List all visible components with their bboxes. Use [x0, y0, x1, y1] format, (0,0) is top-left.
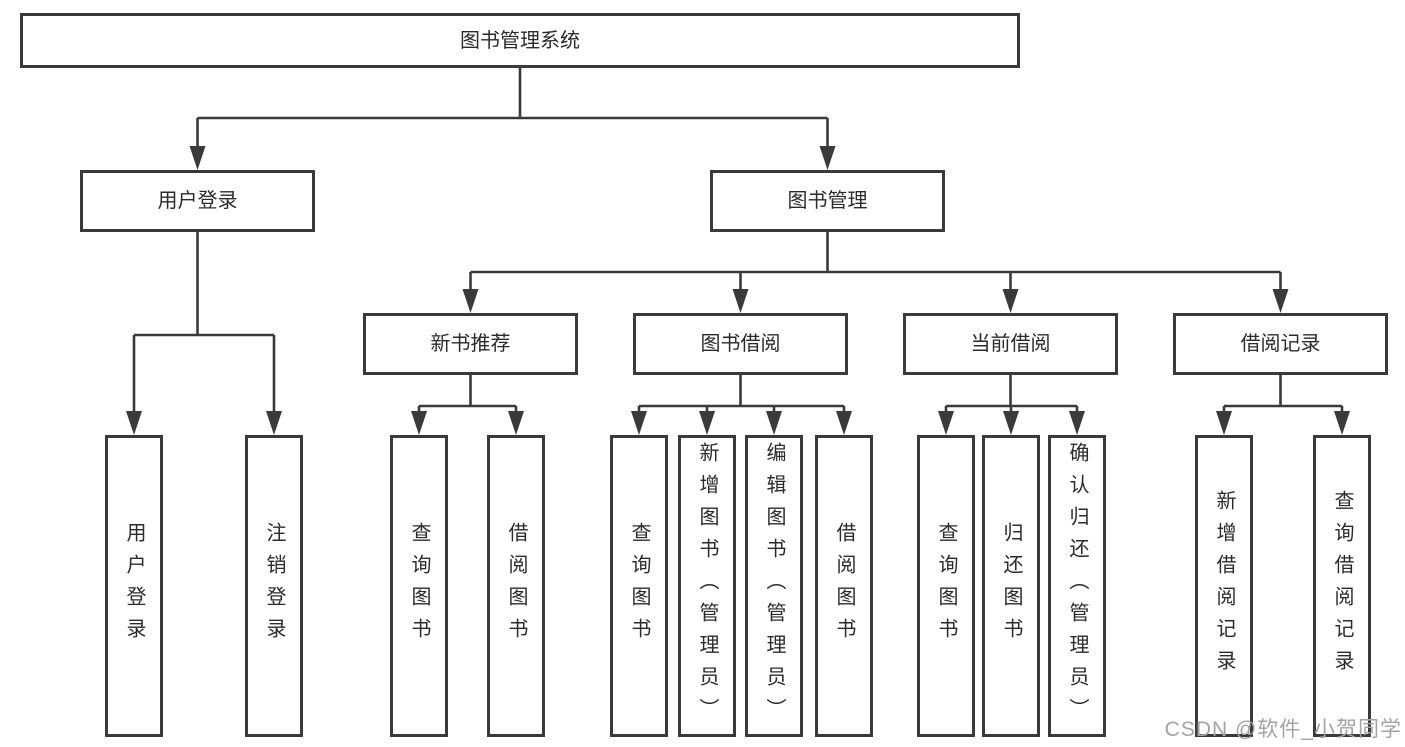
- node-label-new-book-recommend: 新书推荐: [430, 333, 511, 355]
- node-leaf-nbr-borrow-books: 借阅图书: [487, 435, 545, 737]
- node-label-leaf-bb-edit-books: 编辑图书（管理员）: [763, 442, 785, 730]
- edge-root: [189, 68, 836, 170]
- arrow-down-icon: [1003, 411, 1019, 435]
- arrow-down-icon: [508, 411, 524, 435]
- node-label-leaf-br-add-record: 新增借阅记录: [1213, 490, 1235, 682]
- arrow-down-icon: [1069, 411, 1085, 435]
- node-label-leaf-logout: 注销登录: [263, 522, 285, 650]
- node-label-leaf-cb-confirm-return: 确认归还（管理员）: [1066, 442, 1088, 730]
- arrow-down-icon: [189, 146, 206, 170]
- node-label-leaf-nbr-query-books: 查询图书: [408, 522, 430, 650]
- arrow-down-icon: [732, 289, 749, 313]
- edge-user-login: [126, 232, 282, 435]
- node-leaf-br-query-record: 查询借阅记录: [1313, 435, 1371, 737]
- node-leaf-bb-edit-books: 编辑图书（管理员）: [745, 435, 803, 737]
- arrow-down-icon: [266, 411, 282, 435]
- arrow-down-icon: [631, 411, 647, 435]
- node-label-leaf-nbr-borrow-books: 借阅图书: [505, 522, 527, 650]
- node-label-leaf-br-query-record: 查询借阅记录: [1331, 490, 1353, 682]
- node-leaf-cb-return-books: 归还图书: [982, 435, 1040, 737]
- arrow-down-icon: [411, 411, 427, 435]
- node-label-book-management: 图书管理: [787, 190, 868, 212]
- node-leaf-logout: 注销登录: [245, 435, 303, 737]
- arrow-down-icon: [699, 411, 715, 435]
- edge-book-borrowing: [631, 375, 852, 435]
- node-label-current-borrowing: 当前借阅: [970, 333, 1051, 355]
- node-user-login: 用户登录: [80, 170, 315, 232]
- node-label-book-borrowing: 图书借阅: [700, 333, 781, 355]
- node-book-management: 图书管理: [710, 170, 945, 232]
- arrow-down-icon: [1272, 289, 1289, 313]
- arrow-down-icon: [1216, 411, 1232, 435]
- node-leaf-br-add-record: 新增借阅记录: [1195, 435, 1253, 737]
- node-label-root: 图书管理系统: [460, 29, 580, 52]
- arrow-down-icon: [836, 411, 852, 435]
- arrow-down-icon: [766, 411, 782, 435]
- node-label-borrowing-records: 借阅记录: [1240, 333, 1321, 355]
- node-leaf-cb-confirm-return: 确认归还（管理员）: [1048, 435, 1106, 737]
- node-book-borrowing: 图书借阅: [633, 313, 848, 375]
- node-label-leaf-bb-query-books: 查询图书: [628, 522, 650, 650]
- arrow-down-icon: [1334, 411, 1350, 435]
- node-label-leaf-cb-query-books: 查询图书: [935, 522, 957, 650]
- edge-book-management: [462, 232, 1289, 313]
- arrow-down-icon: [938, 411, 954, 435]
- edge-borrowing-records: [1216, 375, 1350, 435]
- csdn-watermark: CSDN @软件_小贺同学: [1164, 718, 1402, 741]
- node-label-user-login: 用户登录: [157, 190, 238, 212]
- node-label-leaf-bb-borrow-books: 借阅图书: [833, 522, 855, 650]
- arrow-down-icon: [126, 411, 142, 435]
- node-root: 图书管理系统: [20, 13, 1020, 68]
- edge-current-borrowing: [938, 375, 1085, 435]
- arrow-down-icon: [462, 289, 479, 313]
- node-leaf-bb-borrow-books: 借阅图书: [815, 435, 873, 737]
- node-label-leaf-bb-add-books: 新增图书（管理员）: [696, 442, 718, 730]
- node-leaf-cb-query-books: 查询图书: [917, 435, 975, 737]
- node-leaf-nbr-query-books: 查询图书: [390, 435, 448, 737]
- arrow-down-icon: [819, 146, 836, 170]
- node-leaf-user-login: 用户登录: [105, 435, 163, 737]
- node-current-borrowing: 当前借阅: [903, 313, 1118, 375]
- node-label-leaf-cb-return-books: 归还图书: [1000, 522, 1022, 650]
- node-label-leaf-user-login: 用户登录: [123, 522, 145, 650]
- node-leaf-bb-query-books: 查询图书: [610, 435, 668, 737]
- node-new-book-recommend: 新书推荐: [363, 313, 578, 375]
- arrow-down-icon: [1002, 289, 1019, 313]
- node-leaf-bb-add-books: 新增图书（管理员）: [678, 435, 736, 737]
- node-borrowing-records: 借阅记录: [1173, 313, 1388, 375]
- edge-new-book-recommend: [411, 375, 524, 435]
